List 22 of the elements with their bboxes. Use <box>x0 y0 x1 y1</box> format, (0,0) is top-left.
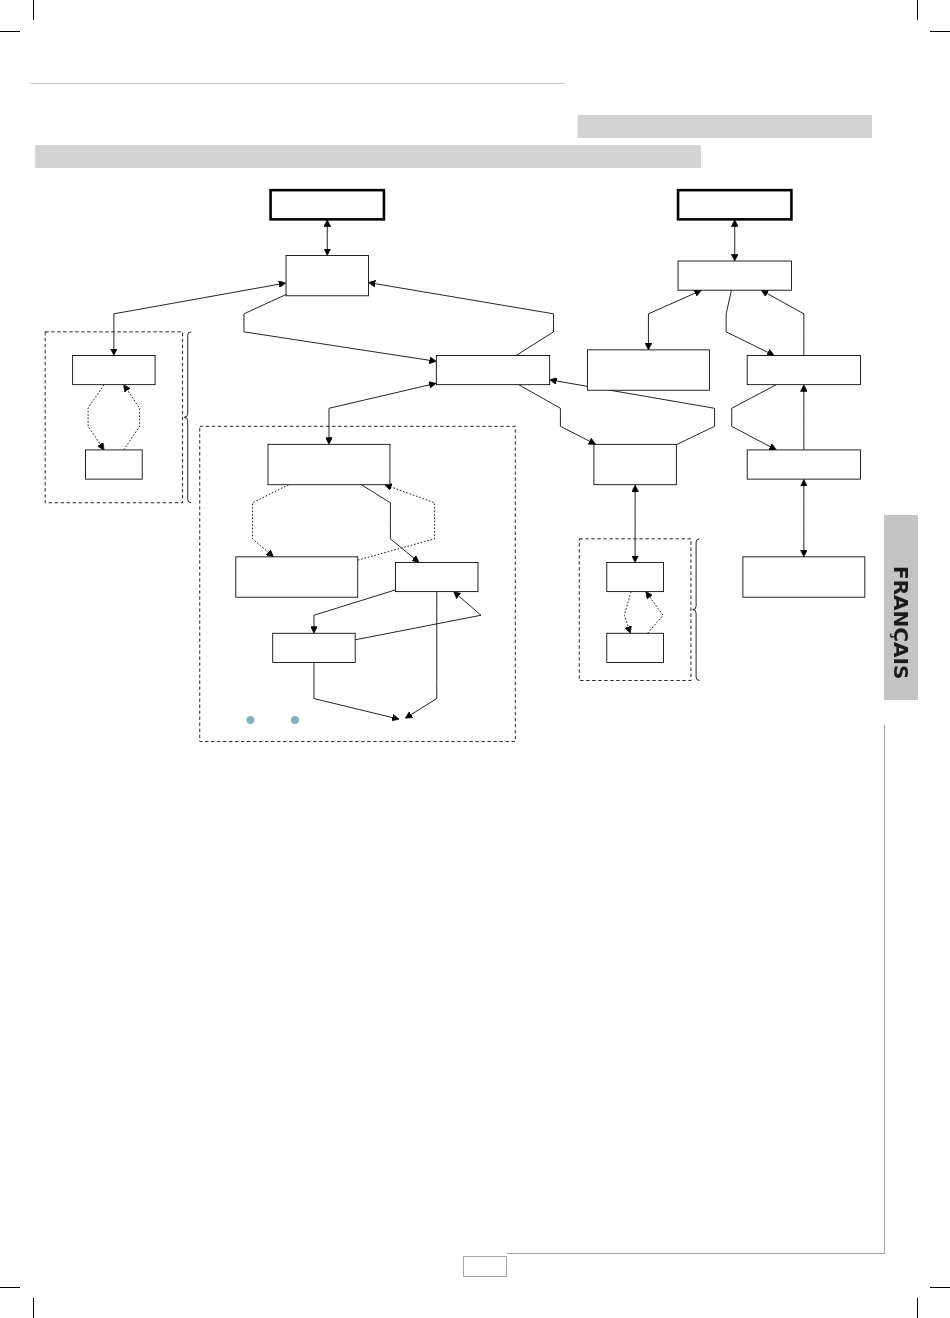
node-box <box>606 562 664 593</box>
node-box <box>587 349 710 391</box>
node-box <box>235 556 359 598</box>
cluster <box>199 425 516 742</box>
node-box <box>593 443 677 486</box>
node-box <box>72 355 156 386</box>
cluster <box>44 331 183 504</box>
node-box <box>746 449 861 480</box>
node-box <box>742 556 866 598</box>
node-box <box>746 355 861 386</box>
node-box <box>272 632 356 663</box>
language-tab: FRANÇAIS <box>884 515 918 700</box>
node-box <box>435 355 551 386</box>
cluster <box>578 538 692 681</box>
node-box <box>85 449 143 480</box>
node-box <box>677 260 792 291</box>
node-box <box>676 188 793 221</box>
node-box <box>606 632 664 663</box>
node-box <box>269 188 386 221</box>
node-box <box>395 562 479 593</box>
node-box <box>285 255 369 297</box>
node-box <box>267 443 391 486</box>
